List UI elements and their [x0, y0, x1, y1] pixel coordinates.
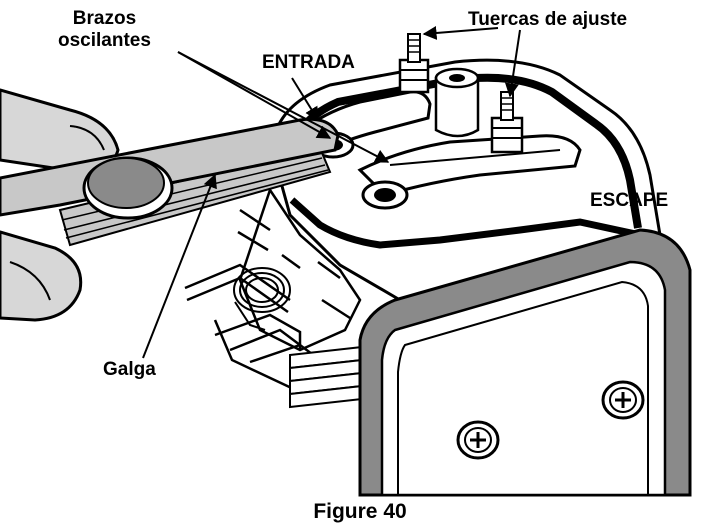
figure-caption: Figure 40 [313, 500, 407, 523]
adjusting-nut-exhaust [490, 91, 524, 154]
governor-spring [233, 267, 291, 331]
leader-lines [142, 26, 521, 359]
rocker-arms-label-line2: oscilantes [58, 30, 151, 51]
exhaust-label: ESCAPE [590, 190, 669, 211]
rocker-arms-label: Brazos oscilantes [58, 8, 151, 52]
rocker-arms-label-line1: Brazos [72, 8, 137, 29]
rocker-arm-exhaust [357, 134, 582, 197]
cover-screw-left [456, 420, 500, 460]
adjusting-nuts-label: Tuercas de ajuste [468, 9, 628, 30]
adjusting-nut-intake [398, 33, 430, 94]
cover-screw-right [601, 380, 645, 420]
valve-cover [358, 228, 692, 497]
feeler-gauge-label: Galga [103, 359, 156, 380]
feeler-gauge [0, 117, 340, 247]
intake-label: ENTRADA [262, 52, 355, 73]
